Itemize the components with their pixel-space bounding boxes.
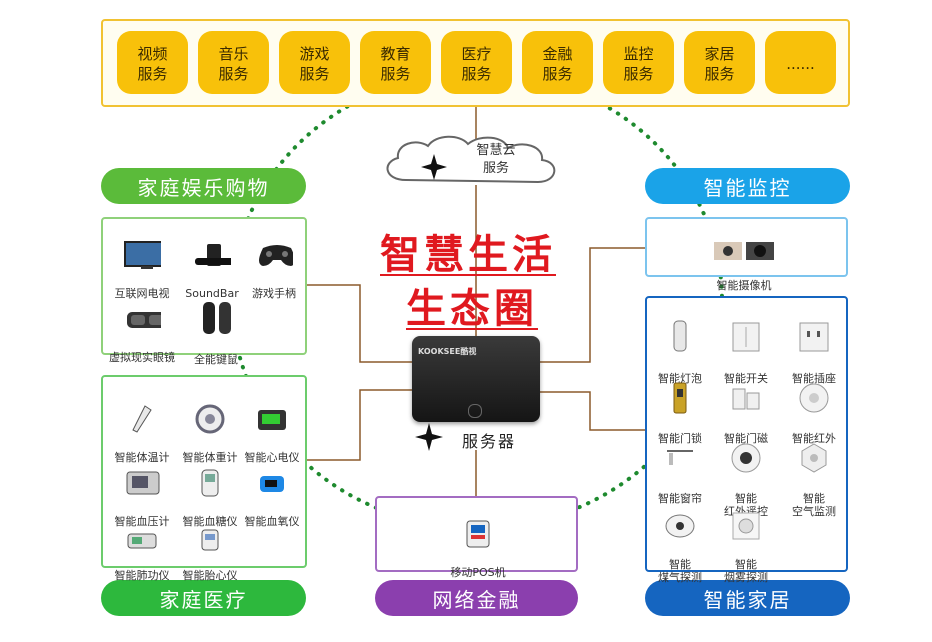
device-spirometer[interactable]: 智能肺功仪 <box>105 515 179 595</box>
device-switch[interactable]: 智能开关 <box>709 306 783 398</box>
thermometer-icon <box>123 404 161 434</box>
scale-icon <box>191 404 229 434</box>
device-glucose-meter[interactable]: 智能血糖仪 <box>173 455 247 541</box>
ecg-icon <box>253 404 291 434</box>
service-more[interactable]: ...... <box>765 31 836 94</box>
device-vr-glasses[interactable]: 虚拟现实眼镜 <box>105 291 179 377</box>
device-door-lock[interactable]: 智能门锁 <box>643 368 717 458</box>
socket-icon <box>795 319 833 355</box>
category-finance[interactable]: 网络金融 <box>375 580 578 616</box>
camera-icon <box>712 240 776 262</box>
service-music[interactable]: 音乐 服务 <box>198 31 269 94</box>
device-scale[interactable]: 智能体重计 <box>173 391 247 477</box>
door-sensor-icon <box>727 381 765 415</box>
device-socket[interactable]: 智能插座 <box>777 306 851 398</box>
server-brand: KOOKSEE酷视 <box>418 347 477 356</box>
blood-pressure-icon <box>123 468 161 498</box>
monitoring-panel: 智能摄像机 <box>645 217 848 292</box>
device-ir-remote[interactable]: 智能 红外遥控 <box>709 428 783 531</box>
glucose-meter-icon <box>191 468 229 498</box>
cloud-label: 智慧云 服务 <box>476 143 516 176</box>
device-pos[interactable]: 移动POS机 <box>441 506 515 592</box>
switch-icon <box>727 319 765 355</box>
service-monitoring[interactable]: 监控 服务 <box>603 31 674 94</box>
fetal-monitor-icon <box>191 528 229 552</box>
device-door-sensor[interactable]: 智能门磁 <box>709 368 783 458</box>
device-soundbar[interactable]: SoundBar <box>175 227 249 313</box>
server-label: 服务器 <box>462 432 517 451</box>
device-infrared[interactable]: 智能红外 <box>777 368 851 458</box>
service-finance[interactable]: 金融 服务 <box>522 31 593 94</box>
category-entertainment[interactable]: 家庭娱乐购物 <box>101 168 306 204</box>
device-ecg[interactable]: 智能心电仪 <box>235 391 309 477</box>
cloud-icon <box>386 135 556 184</box>
device-thermometer[interactable]: 智能体温计 <box>105 391 179 477</box>
category-monitoring[interactable]: 智能监控 <box>645 168 850 204</box>
device-blood-pressure[interactable]: 智能血压计 <box>105 455 179 541</box>
category-home[interactable]: 智能家居 <box>645 580 850 616</box>
device-gamepad[interactable]: 游戏手柄 <box>237 227 311 313</box>
service-education[interactable]: 教育 服务 <box>360 31 431 94</box>
remote-icon <box>197 300 235 336</box>
power-button-icon <box>468 404 482 418</box>
device-gas-detector[interactable]: 智能 煤气探测 <box>643 498 717 597</box>
bulb-icon <box>661 319 699 355</box>
door-lock-icon <box>661 381 699 415</box>
medical-panel: 智能体温计 智能体重计 智能心电仪 智能血压计 智能血糖仪 智能血氧仪 智能肺功… <box>101 375 309 582</box>
server-device: KOOKSEE酷视 <box>412 336 540 422</box>
device-remote[interactable]: 全能键鼠 <box>179 287 253 379</box>
service-game[interactable]: 游戏 服务 <box>279 31 350 94</box>
device-air-monitor[interactable]: 智能 空气监测 <box>777 428 851 531</box>
smoke-detector-icon <box>727 511 765 541</box>
device-oximeter[interactable]: 智能血氧仪 <box>235 455 309 541</box>
center-title-line2: 生态圈 <box>406 285 538 332</box>
device-smoke-detector[interactable]: 智能 烟雾探测 <box>709 498 783 597</box>
device-tv[interactable]: 互联网电视 <box>105 227 179 313</box>
ir-remote-icon <box>727 441 765 475</box>
device-curtain[interactable]: 智能窗帘 <box>643 432 717 518</box>
center-title-line1: 智慧生活 <box>380 231 556 278</box>
spirometer-icon <box>123 528 161 552</box>
gamepad-icon <box>255 240 293 270</box>
home-panel: 智能灯泡 智能开关 智能插座 智能门锁 智能门磁 智能红外 智能窗帘 智能 红外… <box>643 296 851 584</box>
device-fetal-monitor[interactable]: 智能胎心仪 <box>173 515 247 595</box>
pos-icon <box>459 519 497 549</box>
oximeter-icon <box>253 468 291 498</box>
tv-icon <box>123 240 161 270</box>
device-bulb[interactable]: 智能灯泡 <box>643 306 717 398</box>
device-camera[interactable]: 智能摄像机 <box>707 227 781 305</box>
infrared-icon <box>795 381 833 415</box>
cloud-service: 智慧云 服务 <box>376 132 576 194</box>
gas-detector-icon <box>661 511 699 541</box>
category-medical[interactable]: 家庭医疗 <box>101 580 306 616</box>
service-home[interactable]: 家居 服务 <box>684 31 755 94</box>
server-star-icon <box>414 422 444 456</box>
curtain-icon <box>661 445 699 475</box>
vr-glasses-icon <box>123 304 161 334</box>
entertainment-panel: 互联网电视 SoundBar 游戏手柄 虚拟现实眼镜 全能键鼠 <box>101 217 307 366</box>
service-video[interactable]: 视频 服务 <box>117 31 188 94</box>
service-medical[interactable]: 医疗 服务 <box>441 31 512 94</box>
finance-panel: 移动POS机 <box>375 496 578 579</box>
soundbar-icon <box>193 240 231 270</box>
air-monitor-icon <box>795 441 833 475</box>
